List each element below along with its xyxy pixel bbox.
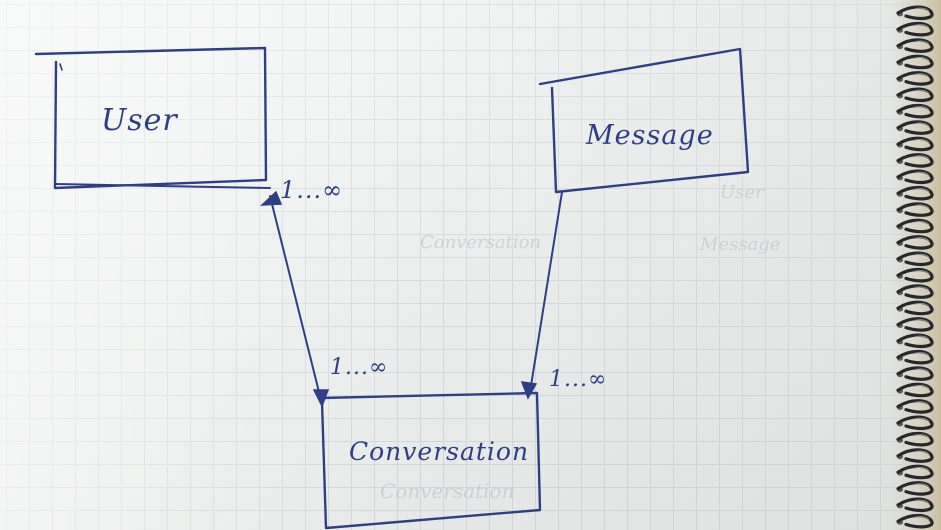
spiral-coil: [896, 415, 934, 431]
spiral-coil: [896, 464, 934, 480]
message-label: Message: [585, 120, 714, 151]
user-bottom-extension: [55, 183, 271, 189]
spiral-coil-highlight: [913, 417, 930, 423]
spiral-coil-highlight: [913, 73, 930, 78]
multiplicity-user-side: 1...∞: [280, 176, 343, 204]
show-through-line-2: Conversation: [420, 232, 541, 253]
spiral-coil-highlight: [913, 483, 930, 488]
user-conversation-line: [269, 195, 321, 397]
entity-user[interactable]: User: [34, 46, 268, 190]
spiral-coil: [896, 513, 934, 529]
spiral-coil: [896, 251, 934, 267]
spiral-coil: [896, 317, 934, 332]
entity-conversation[interactable]: Conversation: [318, 391, 542, 530]
spiral-coil: [896, 185, 934, 201]
spiral-coil: [896, 38, 934, 53]
spiral-coil-highlight: [913, 40, 930, 46]
spiral-coil: [896, 235, 934, 250]
spiral-coil: [896, 267, 934, 283]
spiral-coil-highlight: [913, 237, 930, 242]
spiral-coil-highlight: [913, 204, 930, 210]
spiral-coil-highlight: [913, 188, 930, 193]
arrowhead-conversation-end: [312, 389, 330, 408]
spiral-coil: [896, 202, 934, 217]
message-conversation-line: [529, 191, 563, 393]
spiral-coil: [896, 136, 934, 152]
spiral-coil-highlight: [913, 384, 930, 390]
spiral-coil-highlight: [913, 220, 930, 226]
spiral-coil-highlight: [913, 286, 930, 292]
connector-user-conversation[interactable]: [55, 183, 330, 408]
spiral-coil-highlight: [913, 138, 930, 144]
multiplicity-conversation-user-side: 1...∞: [330, 355, 388, 380]
spiral-coil-highlight: [913, 516, 930, 521]
spiral-coil: [896, 431, 934, 447]
spiral-coil-highlight: [913, 155, 930, 160]
multiplicity-conversation-message-side: 1...∞: [549, 367, 607, 392]
spiral-coil-highlight: [913, 24, 930, 29]
spiral-coil-highlight: [913, 122, 930, 128]
spiral-coil: [896, 366, 934, 381]
spiral-coil: [896, 103, 934, 119]
spiral-coil: [896, 349, 934, 365]
spiral-coil: [896, 218, 934, 234]
spiral-coil-highlight: [913, 7, 930, 13]
arrowhead-message-conversation-end: [520, 381, 538, 400]
user-label: User: [101, 103, 178, 138]
spiral-coil-highlight: [913, 335, 930, 341]
spiral-coil: [896, 448, 934, 463]
spiral-coil: [896, 300, 934, 316]
user-box-outline: [34, 46, 268, 190]
spiral-coil: [896, 333, 934, 349]
show-through-line-3: Message: [699, 234, 780, 255]
spiral-coil: [896, 153, 934, 168]
spiral-coil: [896, 481, 934, 496]
conversation-label: Conversation: [349, 437, 529, 466]
spiral-coil: [896, 54, 934, 70]
spiral-coil-highlight: [913, 319, 930, 324]
spiral-coil: [896, 120, 934, 135]
spiral-coil-highlight: [913, 302, 930, 308]
spiral-coil-highlight: [913, 56, 930, 62]
spiral-coil-highlight: [913, 253, 930, 259]
spiral-coil: [896, 497, 934, 513]
spiral-coil: [896, 382, 934, 398]
spiral-coil-highlight: [913, 434, 930, 439]
spiral-coil: [896, 87, 934, 103]
spiral-coil: [896, 5, 934, 21]
spiral-coil-highlight: [913, 466, 930, 472]
spiral-coil-highlight: [913, 450, 930, 456]
spiral-coil-highlight: [913, 270, 930, 275]
spiral-coil-highlight: [913, 106, 930, 111]
spiral-coil-highlight: [913, 368, 930, 374]
spiral-coil-highlight: [913, 89, 930, 95]
spiral-coil-highlight: [913, 499, 930, 505]
message-box-outline: [538, 47, 750, 194]
spiral-coil-highlight: [913, 352, 930, 357]
entity-message[interactable]: Message: [538, 47, 750, 194]
show-through-line-1: User: [720, 182, 765, 203]
spiral-coil-highlight: [913, 401, 930, 406]
spiral-coil: [896, 169, 934, 185]
show-through-text: User Conversation Message Conversation: [380, 182, 780, 503]
spiral-coil: [896, 71, 934, 86]
spiral-coil: [896, 284, 934, 299]
conversation-box-outline: [318, 391, 542, 530]
user-box-stroke-mark: [59, 63, 63, 71]
connector-message-conversation[interactable]: [520, 191, 563, 400]
spiral-coil-highlight: [913, 171, 930, 177]
spiral-coil: [896, 399, 934, 414]
spiral-coil: [896, 21, 934, 37]
arrowhead-user-end: [259, 190, 283, 206]
show-through-line-4: Conversation: [380, 479, 514, 503]
